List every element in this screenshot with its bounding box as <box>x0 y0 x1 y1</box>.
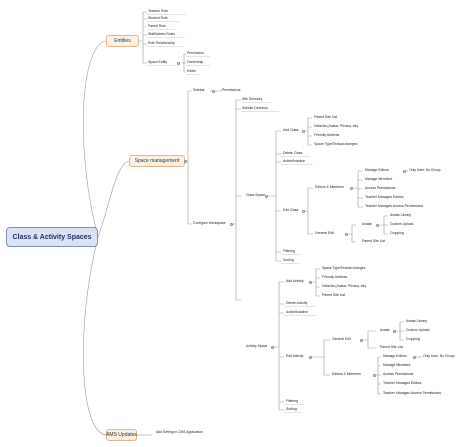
class-general-edit-label[interactable]: General Edit <box>315 231 334 235</box>
ams-updates-node[interactable]: AMS Updates <box>106 429 137 441</box>
activity-editors-item[interactable]: Teacher Manages Access Permissions <box>383 391 442 395</box>
class-avatar-item[interactable]: Cropping <box>390 231 404 235</box>
activity-editors-members-label[interactable]: Editors & Members <box>332 372 361 376</box>
collapse-toggle-icon[interactable] <box>393 329 396 333</box>
collapse-toggle-icon[interactable] <box>403 169 406 173</box>
class-editors-item[interactable]: Manage Editors <box>365 168 389 172</box>
activity-active-inactive-label[interactable]: Active/Inactive <box>286 310 308 314</box>
activity-filtering-label[interactable]: Filtering <box>286 399 299 403</box>
class-editors-item[interactable]: Access Permissions <box>365 186 396 190</box>
add-activity-item[interactable]: Space Type/Textual changes <box>322 266 366 270</box>
activity-parent-site-list[interactable]: Parent Site List <box>380 345 403 349</box>
activity-avatar-label[interactable]: Avatar <box>380 328 390 332</box>
root-node[interactable]: Class & Activity Spaces <box>6 227 98 247</box>
activity-editors-item[interactable]: Access Permissions <box>383 372 414 376</box>
add-class-label[interactable]: Add Class <box>283 128 299 132</box>
class-avatar-item[interactable]: Custom Upload <box>390 222 414 226</box>
space-entity-child[interactable]: Ownership <box>187 60 204 64</box>
add-activity-item[interactable]: Defaults (Avatar, Privacy, etc) <box>322 284 367 288</box>
add-activity-label[interactable]: Add Activity <box>286 279 304 283</box>
collapse-toggle-icon[interactable] <box>302 209 305 213</box>
collapse-toggle-icon[interactable] <box>376 223 379 227</box>
entity-item[interactable]: Student Role <box>148 16 168 20</box>
collapse-toggle-icon[interactable] <box>271 345 274 349</box>
space-entity-child[interactable]: Permission <box>187 51 204 55</box>
class-avatar-label[interactable]: Avatar <box>362 222 372 226</box>
entity-item[interactable]: Teacher Role <box>148 9 168 13</box>
activity-space-label[interactable]: Activity Space <box>246 344 268 348</box>
subsite-directory-label[interactable]: Subsite Directory <box>242 106 268 110</box>
space-management-node[interactable]: Space management <box>129 155 185 167</box>
collapse-toggle-icon[interactable] <box>302 129 305 133</box>
class-editors-members-label[interactable]: Editors & Members <box>315 185 344 189</box>
entities-node[interactable]: Entities <box>106 35 139 47</box>
collapse-toggle-icon[interactable] <box>184 159 187 163</box>
entity-item[interactable]: Space Entity <box>148 60 168 64</box>
activity-avatar-item[interactable]: Cropping <box>406 337 420 341</box>
class-filtering-label[interactable]: Filtering <box>283 249 296 253</box>
add-activity-item[interactable]: Friendly Address <box>322 275 348 279</box>
entity-item[interactable]: Staff/Admin Roles <box>148 32 176 36</box>
entity-item[interactable]: Parent Role <box>148 24 166 28</box>
add-class-item[interactable]: Space Type/Textual changes <box>314 142 358 146</box>
collapse-toggle-icon[interactable] <box>309 280 312 284</box>
class-parent-site-list[interactable]: Parent Site List <box>362 239 385 243</box>
collapse-toggle-icon[interactable] <box>212 89 215 93</box>
add-class-item[interactable]: Defaults (Avatar, Privacy, etc) <box>314 124 359 128</box>
collapse-toggle-icon[interactable] <box>177 61 180 65</box>
activity-sorting-label[interactable]: Sorting <box>286 407 297 411</box>
activity-general-edit-label[interactable]: General Edit <box>332 337 351 341</box>
space-entity-child[interactable]: Editor <box>187 69 196 73</box>
collapse-toggle-icon[interactable] <box>345 232 348 236</box>
activity-editors-item[interactable]: Teacher Manages Editors <box>383 381 422 385</box>
sidebar-label[interactable]: Sidebar <box>193 88 205 92</box>
collapse-toggle-icon[interactable] <box>265 194 268 198</box>
add-activity-item[interactable]: Parent Site List <box>322 293 345 297</box>
class-editors-item[interactable]: Teacher Manages Editors <box>365 195 404 199</box>
collapse-toggle-icon[interactable] <box>309 355 312 359</box>
class-sorting-label[interactable]: Sorting <box>283 258 294 262</box>
site-directory-label[interactable]: Site Directory <box>242 97 263 101</box>
class-editors-item[interactable]: Manage Members <box>365 177 393 181</box>
collapse-toggle-icon[interactable] <box>360 338 363 342</box>
permissions-label[interactable]: Permissions <box>222 88 241 92</box>
collapse-toggle-icon[interactable] <box>373 373 376 377</box>
class-avatar-item[interactable]: Avatar Library <box>390 213 412 217</box>
activity-editors-item[interactable]: Manage Editors <box>383 354 407 358</box>
activity-avatar-item[interactable]: Custom Upload <box>406 328 430 332</box>
add-class-item[interactable]: Parent Site List <box>314 115 337 119</box>
entity-item[interactable]: Role Relationship <box>148 41 175 45</box>
collapse-toggle-icon[interactable] <box>350 186 353 190</box>
configure-workspace-label[interactable]: Configure Workspace <box>193 221 226 225</box>
add-class-item[interactable]: Friendly Address <box>314 133 340 137</box>
activity-avatar-item[interactable]: Avatar Library <box>406 319 428 323</box>
class-manage-editors-note[interactable]: Only User, No Group <box>409 168 441 172</box>
collapse-toggle-icon[interactable] <box>413 355 416 359</box>
collapse-toggle-icon[interactable] <box>230 222 233 226</box>
ams-child-label[interactable]: Add Setting in CMS Application <box>156 430 203 434</box>
class-editors-item[interactable]: Teacher Manages Access Permissions <box>365 204 424 208</box>
class-active-inactive-label[interactable]: Active/Inactive <box>283 159 305 163</box>
edit-class-label[interactable]: Edit Class <box>283 208 299 212</box>
edit-activity-label[interactable]: Edit Activity <box>286 354 304 358</box>
activity-manage-editors-note[interactable]: Only User, No Group <box>423 354 455 358</box>
delete-activity-label[interactable]: Delete Activity <box>286 301 308 305</box>
delete-class-label[interactable]: Delete Class <box>283 151 303 155</box>
class-space-label[interactable]: Class Space <box>246 193 266 197</box>
activity-editors-item[interactable]: Manage Members <box>383 363 411 367</box>
